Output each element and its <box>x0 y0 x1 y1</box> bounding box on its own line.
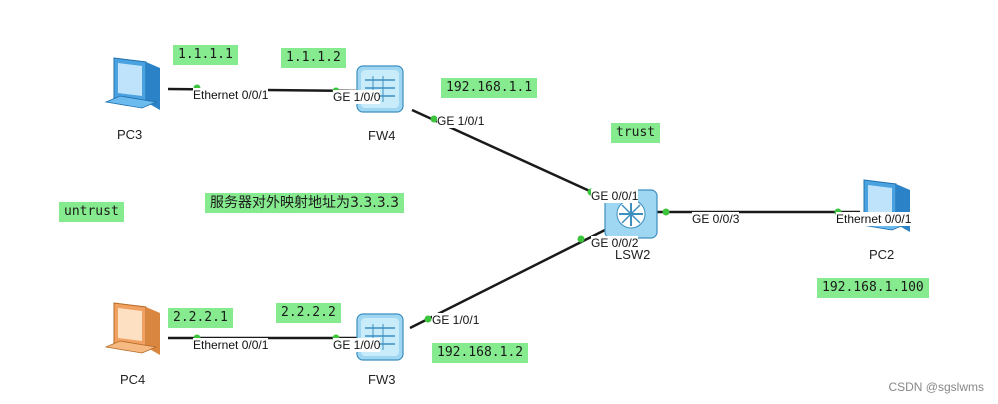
ip-label-fw4-outside: 1.1.1.2 <box>281 48 346 68</box>
ip-label-fw3-outside: 2.2.2.2 <box>276 303 341 323</box>
lsw2-name: LSW2 <box>615 247 651 262</box>
ip-label-fw3-inside: 192.168.1.2 <box>432 343 529 363</box>
nat-mapping-note: 服务器对外映射地址为3.3.3.3 <box>205 193 404 213</box>
watermark: CSDN @sgslwms <box>888 380 984 394</box>
port-label-pc2: Ethernet 0/0/1 <box>836 212 912 226</box>
ip-label-pc2: 192.168.1.100 <box>817 278 929 298</box>
fw3-name: FW3 <box>368 372 396 387</box>
pc3-icon[interactable] <box>104 57 160 110</box>
pc4-icon[interactable] <box>104 302 160 355</box>
link-dot <box>662 208 670 216</box>
ip-label-fw4-inside: 192.168.1.1 <box>441 78 538 98</box>
port-label-lsw2-ge002: GE 0/0/2 <box>591 236 639 250</box>
ip-label-pc3: 1.1.1.1 <box>173 45 238 65</box>
port-label-lsw2-ge003: GE 0/0/3 <box>692 212 740 226</box>
fw4-firewall-icon[interactable] <box>356 65 404 113</box>
port-label-lsw2-ge001: GE 0/0/1 <box>591 189 639 203</box>
port-label-fw4-ge100: GE 1/0/0 <box>333 90 381 104</box>
zone-label-untrust: untrust <box>59 202 124 222</box>
link-dot <box>424 315 432 323</box>
port-label-fw3-ge101: GE 1/0/1 <box>432 313 480 327</box>
pc3-name: PC3 <box>117 127 143 142</box>
port-label-fw3-ge100: GE 1/0/0 <box>333 338 381 352</box>
link-dot <box>577 235 585 243</box>
link-dot <box>430 115 438 123</box>
port-label-fw4-ge101: GE 1/0/1 <box>437 114 485 128</box>
port-label-pc3: Ethernet 0/0/1 <box>193 88 269 102</box>
ip-label-pc4: 2.2.2.1 <box>168 308 233 328</box>
pc4-name: PC4 <box>120 372 146 387</box>
zone-label-trust: trust <box>611 123 661 143</box>
fw3-firewall-icon[interactable] <box>356 313 404 361</box>
fw4-name: FW4 <box>368 128 396 143</box>
pc2-name: PC2 <box>869 247 895 262</box>
port-label-pc4: Ethernet 0/0/1 <box>193 338 269 352</box>
link-fw3-lsw2 <box>409 228 606 330</box>
